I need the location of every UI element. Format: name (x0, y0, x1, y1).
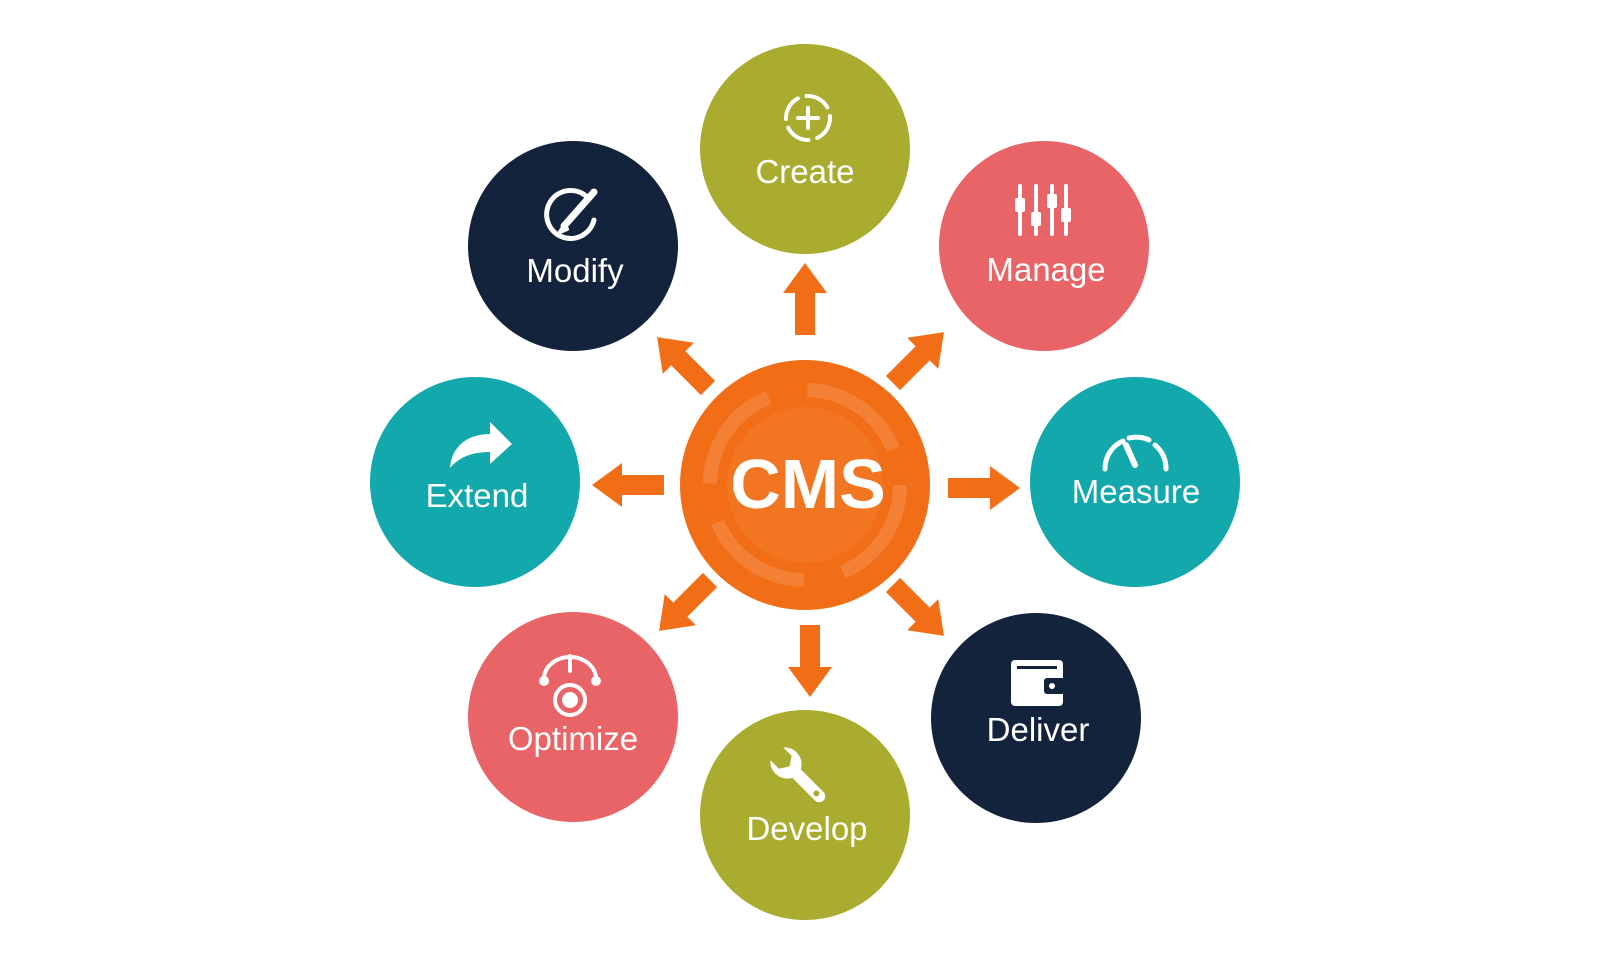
node-optimize: Optimize (468, 612, 678, 822)
node-modify-circle (468, 141, 678, 351)
gauge-icon (1102, 434, 1169, 472)
node-deliver: Deliver (931, 613, 1141, 823)
arrow-to-modify (657, 337, 716, 396)
node-create: Create (700, 44, 910, 254)
hub: CMS (680, 360, 930, 610)
node-manage: Manage (939, 141, 1149, 351)
node-measure: Measure (1030, 377, 1240, 587)
node-create-label: Create (755, 153, 854, 190)
hub-label: CMS (730, 445, 886, 523)
wallet-icon (1011, 660, 1066, 706)
hub-inner-ring (703, 383, 907, 587)
node-modify: Modify (468, 141, 678, 351)
node-manage-label: Manage (986, 251, 1105, 288)
node-measure-label: Measure (1072, 473, 1200, 510)
arrow-to-measure (948, 466, 1020, 510)
hub-circle (680, 360, 930, 610)
arrow-to-manage (885, 332, 944, 391)
arrows (592, 263, 1020, 697)
node-develop-circle (700, 710, 910, 920)
node-develop: Develop (700, 710, 910, 920)
crosshair-plus-icon (784, 94, 832, 142)
node-deliver-circle (931, 613, 1141, 823)
node-extend-circle (370, 377, 580, 587)
target-gauge-icon (539, 654, 601, 717)
hub-core (727, 407, 883, 563)
node-extend: Extend (370, 377, 580, 587)
node-deliver-label: Deliver (987, 711, 1090, 748)
node-optimize-label: Optimize (508, 720, 638, 757)
arrow-to-optimize (659, 572, 718, 631)
arrow-to-extend (592, 463, 664, 507)
sliders-icon (1015, 184, 1071, 236)
edit-pencil-icon (544, 187, 598, 241)
node-optimize-circle (468, 612, 678, 822)
node-measure-circle (1030, 377, 1240, 587)
arrow-to-develop (788, 625, 832, 697)
node-modify-label: Modify (526, 252, 624, 289)
node-extend-label: Extend (426, 477, 529, 514)
node-manage-circle (939, 141, 1149, 351)
node-develop-label: Develop (746, 810, 867, 847)
arrow-to-deliver (885, 577, 944, 636)
node-create-circle (700, 44, 910, 254)
wrench-icon (770, 747, 826, 803)
arrow-to-create (783, 263, 827, 335)
share-arrow-icon (450, 422, 512, 468)
